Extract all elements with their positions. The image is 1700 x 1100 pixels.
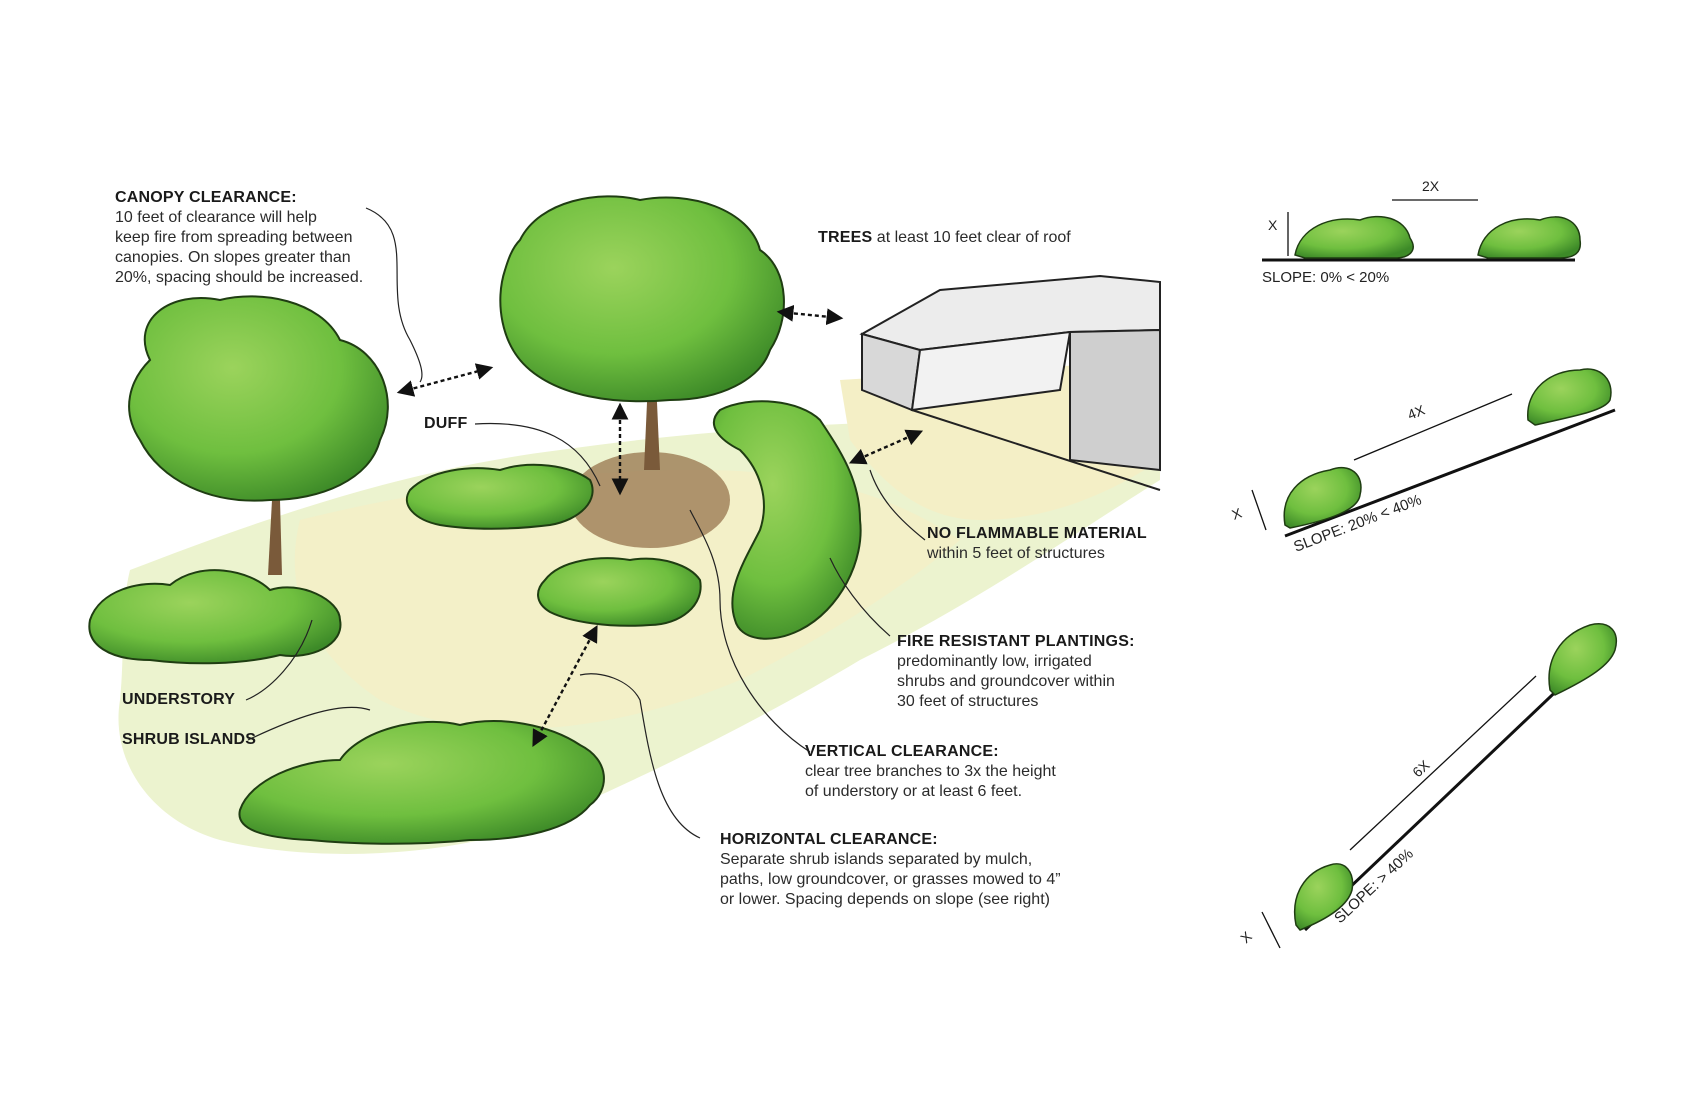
moderate-height-label: X	[1230, 504, 1245, 522]
understory-title: UNDERSTORY	[122, 691, 236, 708]
fire-resistant-line-1: predominantly low, irrigated	[897, 653, 1092, 670]
understory-shrubs	[88, 463, 702, 665]
clearance-arrows	[396, 304, 924, 747]
duff-title: DUFF	[424, 415, 468, 432]
fire-resistant-line-2: shrubs and groundcover within	[897, 673, 1115, 690]
fire-resistant-line-3: 30 feet of structures	[897, 693, 1039, 710]
flat-height-label: X	[1268, 217, 1278, 233]
understory-label: UNDERSTORY	[122, 690, 235, 710]
duff-label: DUFF	[424, 414, 467, 434]
center-tree	[499, 195, 785, 470]
steep-height-label: X	[1237, 928, 1255, 947]
front-shrub-island	[238, 720, 605, 845]
slope-diagram-moderate	[1251, 368, 1616, 538]
vertical-clearance-title: VERTICAL CLEARANCE:	[805, 743, 999, 760]
leader-lines	[245, 207, 926, 839]
moderate-spacing-label: 4X	[1405, 401, 1427, 422]
no-flammable-line-1: within 5 feet of structures	[927, 545, 1105, 562]
horizontal-clearance-label: HORIZONTAL CLEARANCE: Separate shrub isl…	[720, 830, 1061, 910]
vertical-clearance-line-2: of understory or at least 6 feet.	[805, 783, 1023, 800]
canopy-clearance-line-2: keep fire from spreading between	[115, 229, 353, 246]
no-flammable-label: NO FLAMMABLE MATERIAL within 5 feet of s…	[927, 524, 1147, 564]
fire-resistant-title: FIRE RESISTANT PLANTINGS:	[897, 633, 1135, 650]
fire-resistant-planting-bed	[713, 400, 862, 640]
slope-diagram-flat	[1262, 199, 1582, 262]
trees-label: TREES at least 10 feet clear of roof	[818, 228, 1071, 248]
house-structure	[859, 274, 1161, 491]
canopy-clearance-line-4: 20%, spacing should be increased.	[115, 269, 364, 286]
flat-spacing-label: 2X	[1422, 178, 1440, 194]
horizontal-clearance-line-1: Separate shrub islands separated by mulc…	[720, 851, 1033, 868]
duff-patch	[570, 452, 730, 548]
steep-spacing-label: 6X	[1409, 756, 1433, 780]
shrub-islands-title: SHRUB ISLANDS	[122, 731, 257, 748]
canopy-clearance-label: CANOPY CLEARANCE: 10 feet of clearance w…	[115, 188, 363, 288]
no-flammable-title: NO FLAMMABLE MATERIAL	[927, 525, 1147, 542]
canopy-clearance-line-3: canopies. On slopes greater than	[115, 249, 351, 266]
canopy-clearance-title: CANOPY CLEARANCE:	[115, 189, 297, 206]
canopy-clearance-line-1: 10 feet of clearance will help	[115, 209, 317, 226]
horizontal-clearance-line-3: or lower. Spacing depends on slope (see …	[720, 891, 1050, 908]
trees-title: TREES	[818, 229, 873, 246]
horizontal-clearance-title: HORIZONTAL CLEARANCE:	[720, 831, 938, 848]
vertical-clearance-line-1: clear tree branches to 3x the height	[805, 763, 1056, 780]
vertical-clearance-label: VERTICAL CLEARANCE: clear tree branches …	[805, 742, 1056, 802]
trees-text: at least 10 feet clear of roof	[872, 229, 1071, 246]
fire-resistant-label: FIRE RESISTANT PLANTINGS: predominantly …	[897, 632, 1135, 712]
horizontal-clearance-line-2: paths, low groundcover, or grasses mowed…	[720, 871, 1061, 888]
slope-diagram-steep	[1261, 623, 1617, 949]
left-tree	[128, 295, 389, 575]
shrub-islands-label: SHRUB ISLANDS	[122, 730, 256, 750]
flat-slope-label: SLOPE: 0% < 20%	[1262, 269, 1389, 286]
